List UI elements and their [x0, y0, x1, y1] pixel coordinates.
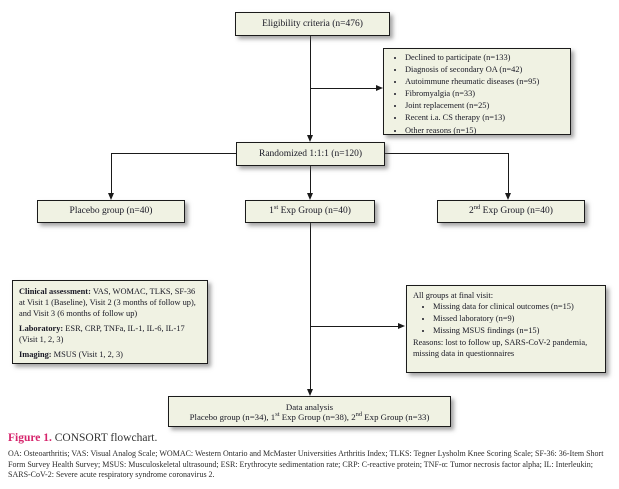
analysis-part: Exp Group (n=33) [362, 411, 430, 422]
exp1-num: 1 [269, 206, 274, 217]
final-visit-item: Missing data for clinical outcomes (n=15… [433, 301, 597, 312]
analysis-groups-line: Placebo group (n=34), 1st Exp Group (n=3… [189, 410, 430, 422]
placebo-group-label: Placebo group (n=40) [69, 206, 153, 217]
exp1-rest: Exp Group (n=40) [278, 206, 351, 217]
exp2-group-box: 2nd Exp Group (n=40) [437, 200, 585, 223]
exp2-ordinal: nd [473, 204, 481, 212]
connector-to-exclusion [310, 88, 377, 89]
exp1-ordinal: st [273, 204, 279, 212]
final-visit-footer: Reasons: lost to follow up, SARS-CoV-2 p… [413, 338, 588, 359]
final-visit-title: All groups at final visit: [413, 291, 494, 300]
connector-exp1-to-analysis [310, 223, 311, 389]
assessment-box: Clinical assessment: VAS, WOMAC, TLKS, S… [12, 280, 208, 364]
assessment-section-text: VAS, WOMAC, TLKS, SF-36 at Visit 1 (Base… [19, 287, 196, 319]
exclusion-item: Fibromyalgia (n=33) [405, 88, 564, 99]
exclusion-item: Joint replacement (n=25) [405, 100, 564, 111]
placebo-group-box: Placebo group (n=40) [37, 200, 185, 223]
connector-split-right [385, 153, 508, 154]
randomized-box: Randomized 1:1:1 (n=120) [236, 142, 385, 166]
connector-to-exp2 [508, 153, 509, 193]
exp1-group-label: 1st Exp Group (n=40) [269, 204, 351, 217]
exclusion-item: Other reasons (n=15) [405, 125, 564, 136]
assessment-section-label: Imaging: [19, 350, 52, 360]
analysis-ordinal: st [275, 410, 280, 418]
exclusion-item: Recent i.a. CS therapy (n=13) [405, 112, 564, 123]
assessment-section-label: Laboratory: [19, 324, 64, 334]
final-visit-item: Missing MSUS findings (n=15) [433, 325, 597, 336]
exclusion-box: Declined to participate (n=133) Diagnosi… [383, 48, 571, 135]
assessment-section: Laboratory: ESR, CRP, TNFa, IL-1, IL-6, … [19, 323, 201, 345]
assessment-section: Clinical assessment: VAS, WOMAC, TLKS, S… [19, 286, 201, 319]
analysis-part: Exp Group (n=38), 2 [279, 411, 356, 422]
exp1-group-box: 1st Exp Group (n=40) [245, 200, 375, 223]
assessment-section: Imaging: MSUS (Visit 1, 2, 3) [19, 349, 201, 360]
final-visit-list: Missing data for clinical outcomes (n=15… [413, 301, 599, 336]
arrowhead-right-icon [376, 84, 383, 91]
connector-to-final-visit [310, 326, 399, 327]
exp2-rest: Exp Group (n=40) [480, 206, 553, 217]
arrowhead-right-icon [398, 322, 405, 329]
connector-to-placebo [111, 153, 112, 193]
randomized-label: Randomized 1:1:1 (n=120) [259, 148, 362, 159]
figure-caption-text: CONSORT flowchart. [54, 432, 158, 444]
eligibility-label: Eligibility criteria (n=476) [262, 18, 363, 29]
exclusion-item: Autoimmune rheumatic diseases (n=95) [405, 76, 564, 87]
final-visit-item: Missed laboratory (n=9) [433, 313, 597, 324]
exclusion-item: Diagnosis of secondary OA (n=42) [405, 64, 564, 75]
assessment-section-text: ESR, CRP, TNFa, IL-1, IL-6, IL-17 (Visit… [19, 324, 185, 345]
assessment-section-label: Clinical assessment: [19, 287, 91, 296]
analysis-box: Data analysis Placebo group (n=34), 1st … [168, 396, 451, 427]
arrowhead-down-icon [306, 389, 313, 396]
figure-caption-label: Figure 1. [8, 432, 52, 444]
arrowhead-down-icon [107, 193, 114, 200]
figure-caption: Figure 1. CONSORT flowchart. [8, 432, 157, 444]
figure-footnote: OA: Osteoarthritis; VAS: Visual Analog S… [8, 449, 604, 480]
assessment-section-text: MSUS (Visit 1, 2, 3) [51, 350, 123, 360]
exp2-num: 2 [469, 206, 474, 217]
eligibility-box: Eligibility criteria (n=476) [235, 12, 390, 36]
final-visit-box: All groups at final visit: Missing data … [406, 285, 606, 373]
arrowhead-down-icon [306, 193, 313, 200]
arrowhead-down-icon [306, 135, 313, 142]
exp2-group-label: 2nd Exp Group (n=40) [469, 204, 553, 217]
exclusion-item: Declined to participate (n=133) [405, 52, 564, 63]
analysis-title: Data analysis [285, 401, 334, 412]
analysis-ordinal: nd [355, 410, 363, 418]
connector-split-left [111, 153, 236, 154]
connector-to-exp1 [310, 166, 311, 193]
connector-eligibility-to-randomized [310, 36, 311, 137]
analysis-part: Placebo group (n=34), 1 [189, 411, 276, 422]
exclusion-list: Declined to participate (n=133) Diagnosi… [388, 52, 566, 136]
arrowhead-down-icon [504, 193, 511, 200]
